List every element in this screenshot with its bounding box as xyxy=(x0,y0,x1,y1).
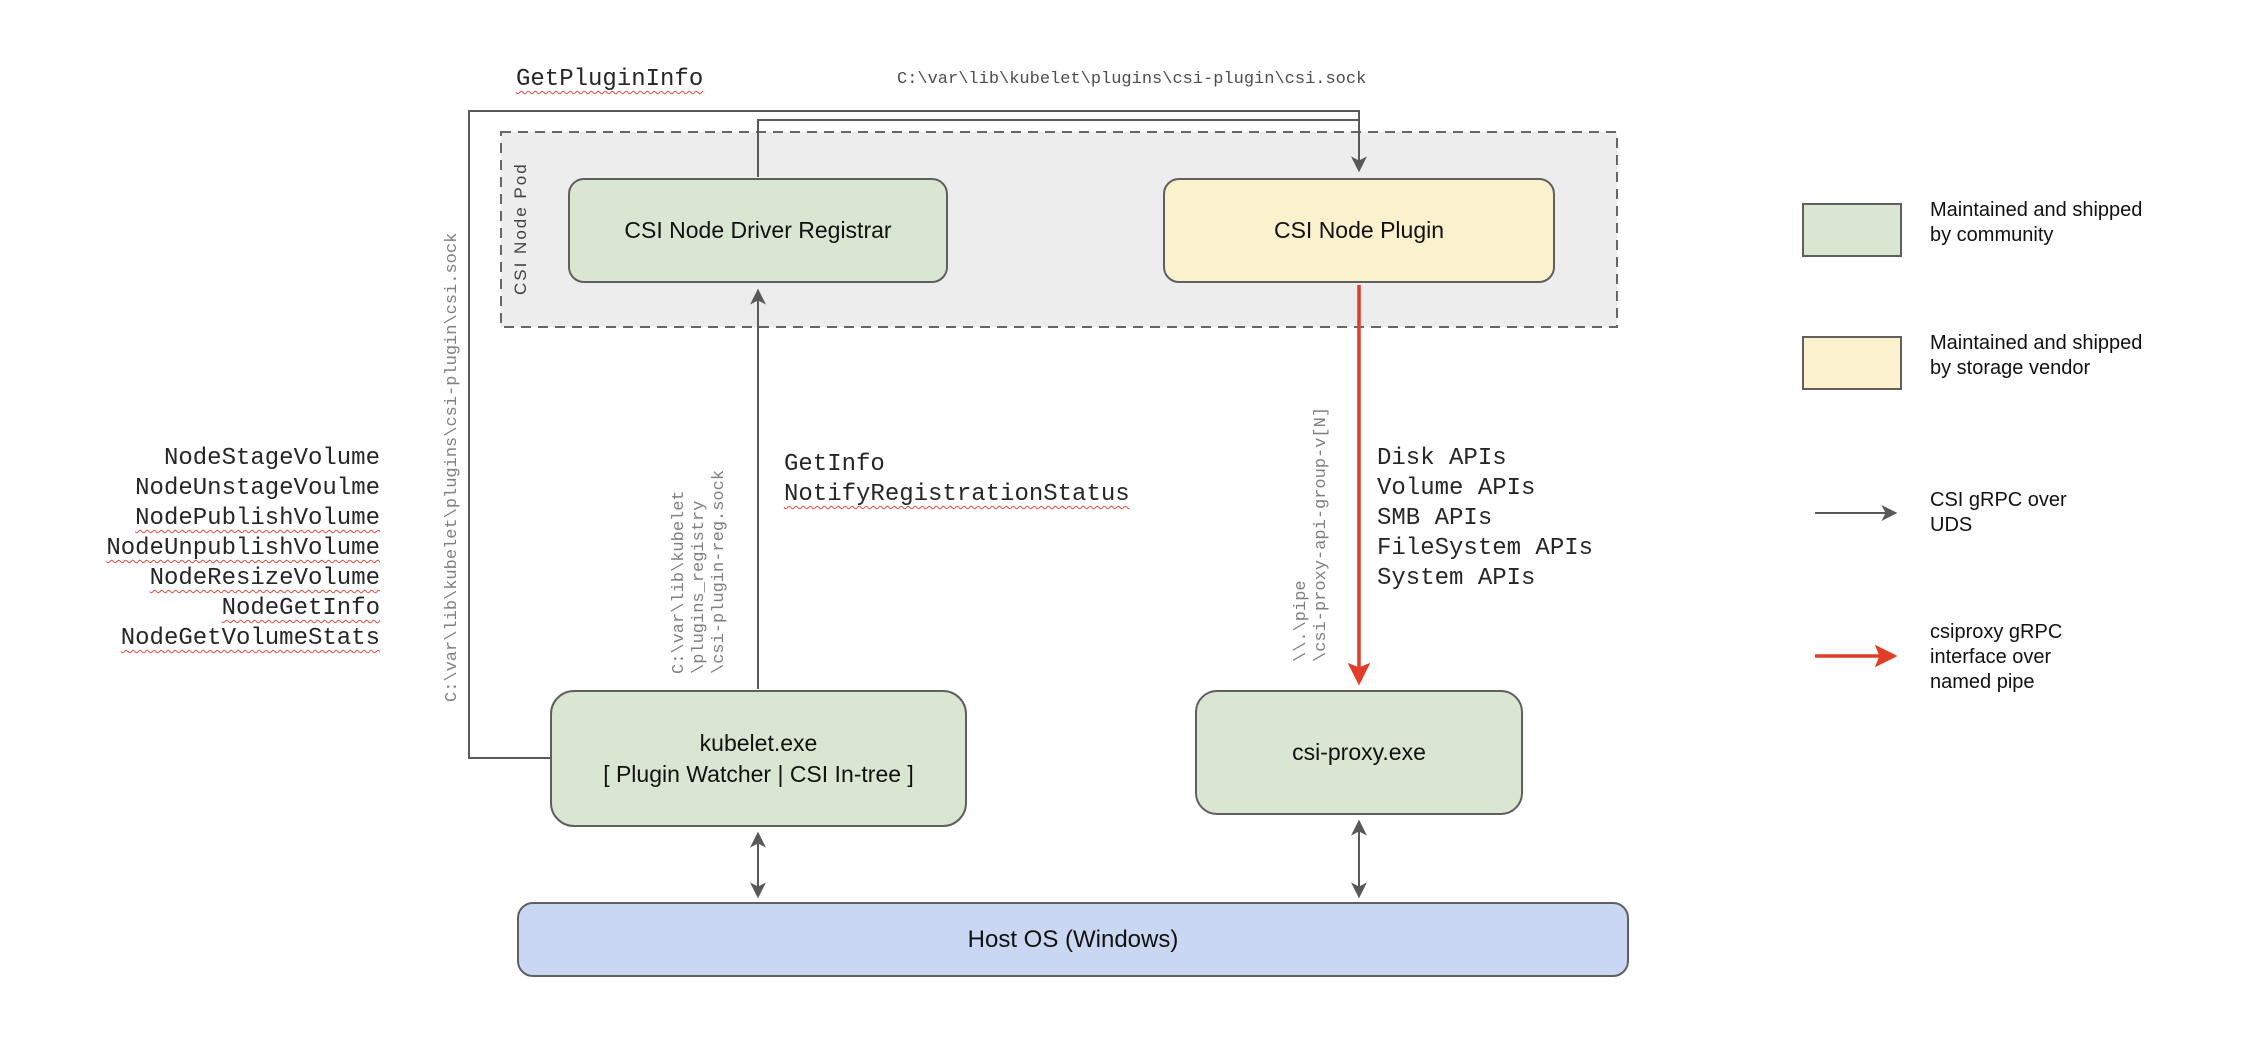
api-group: SMB APIs xyxy=(1377,505,1493,532)
named-pipe-line: \\.\pipe xyxy=(1292,580,1311,662)
registrar-to-plugin-line xyxy=(757,119,1359,177)
api-group: System APIs xyxy=(1377,565,1536,592)
csi-sock-path-left-label: C:\var\lib\kubelet\plugins\csi-plugin\cs… xyxy=(443,232,462,702)
node-call: NodeGetInfo xyxy=(221,595,380,622)
kubelet-box: kubelet.exe [ Plugin Watcher | CSI In-tr… xyxy=(550,690,967,827)
get-plugin-info-label: GetPluginInfo xyxy=(516,66,704,93)
legend-line: csiproxy gRPC xyxy=(1930,621,2063,643)
api-group: Disk APIs xyxy=(1377,445,1507,472)
kubelet-label: kubelet.exe xyxy=(699,729,818,756)
legend-line: interface over xyxy=(1930,646,2052,668)
kubelet-sublabel: [ Plugin Watcher | CSI In-tree ] xyxy=(603,760,914,787)
reg-sock-path-label: C:\var\lib\kubelet \plugins_registry \cs… xyxy=(670,470,730,674)
node-calls-list: NodeStageVolume NodeUnstageVoulme NodePu… xyxy=(100,444,380,654)
legend-community-label: Maintained and shipped by community xyxy=(1930,198,2142,248)
reg-sock-path-line: \csi-plugin-reg.sock xyxy=(710,469,729,674)
legend-pipe-label: csiproxy gRPC interface over named pipe xyxy=(1930,620,2062,695)
legend-line: by storage vendor xyxy=(1930,357,2091,379)
legend-vendor-swatch xyxy=(1802,336,1902,390)
get-info-label: GetInfo xyxy=(784,451,885,478)
node-call: NodeStageVolume xyxy=(163,445,380,472)
legend-uds-arrow xyxy=(1815,505,1898,521)
csi-node-driver-registrar-box: CSI Node Driver Registrar xyxy=(568,178,948,283)
reg-sock-path-line: C:\var\lib\kubelet xyxy=(670,490,689,674)
csi-sock-path-top-label: C:\var\lib\kubelet\plugins\csi-plugin\cs… xyxy=(897,70,1367,89)
csi-proxy-label: csi-proxy.exe xyxy=(1292,739,1426,765)
host-os-box: Host OS (Windows) xyxy=(517,902,1629,977)
api-group: Volume APIs xyxy=(1377,475,1536,502)
legend-vendor-label: Maintained and shipped by storage vendor xyxy=(1930,331,2142,381)
registration-calls: GetInfo NotifyRegistrationStatus xyxy=(784,450,1130,510)
csi-node-driver-registrar-label: CSI Node Driver Registrar xyxy=(624,217,892,243)
notify-registration-status-label: NotifyRegistrationStatus xyxy=(784,481,1130,508)
node-call: NodePublishVolume xyxy=(135,505,380,532)
csi-node-plugin-box: CSI Node Plugin xyxy=(1163,178,1555,283)
legend-line: Maintained and shipped xyxy=(1930,332,2143,354)
node-call: NodeUnpublishVolume xyxy=(106,535,380,562)
kubelet-to-plugin-line xyxy=(468,110,1367,759)
api-group: FileSystem APIs xyxy=(1377,535,1594,562)
legend-line: named pipe xyxy=(1930,671,2035,693)
node-call: NodeUnstageVoulme xyxy=(135,475,380,502)
node-call: NodeResizeVolume xyxy=(149,565,380,592)
legend-line: Maintained and shipped xyxy=(1930,199,2143,221)
reg-sock-path-line: \plugins_registry xyxy=(690,500,709,674)
legend-uds-label: CSI gRPC over UDS xyxy=(1930,488,2067,538)
legend-line: UDS xyxy=(1930,514,1973,536)
csi-node-pod-label: CSI Node Pod xyxy=(511,162,530,295)
named-pipe-path-label: \\.\pipe \csi-proxy-api-group-v[N] xyxy=(1292,407,1332,662)
legend-community-swatch xyxy=(1802,203,1902,257)
legend-pipe-arrow xyxy=(1815,644,1898,668)
csi-node-plugin-label: CSI Node Plugin xyxy=(1273,217,1445,243)
legend-line: CSI gRPC over xyxy=(1930,489,2067,511)
named-pipe-line: \csi-proxy-api-group-v[N] xyxy=(1312,406,1331,662)
csi-proxy-box: csi-proxy.exe xyxy=(1195,690,1523,815)
legend-line: by community xyxy=(1930,224,2054,246)
node-call: NodeGetVolumeStats xyxy=(120,625,380,652)
host-os-label: Host OS (Windows) xyxy=(967,926,1179,953)
api-group-list: Disk APIs Volume APIs SMB APIs FileSyste… xyxy=(1377,444,1593,594)
